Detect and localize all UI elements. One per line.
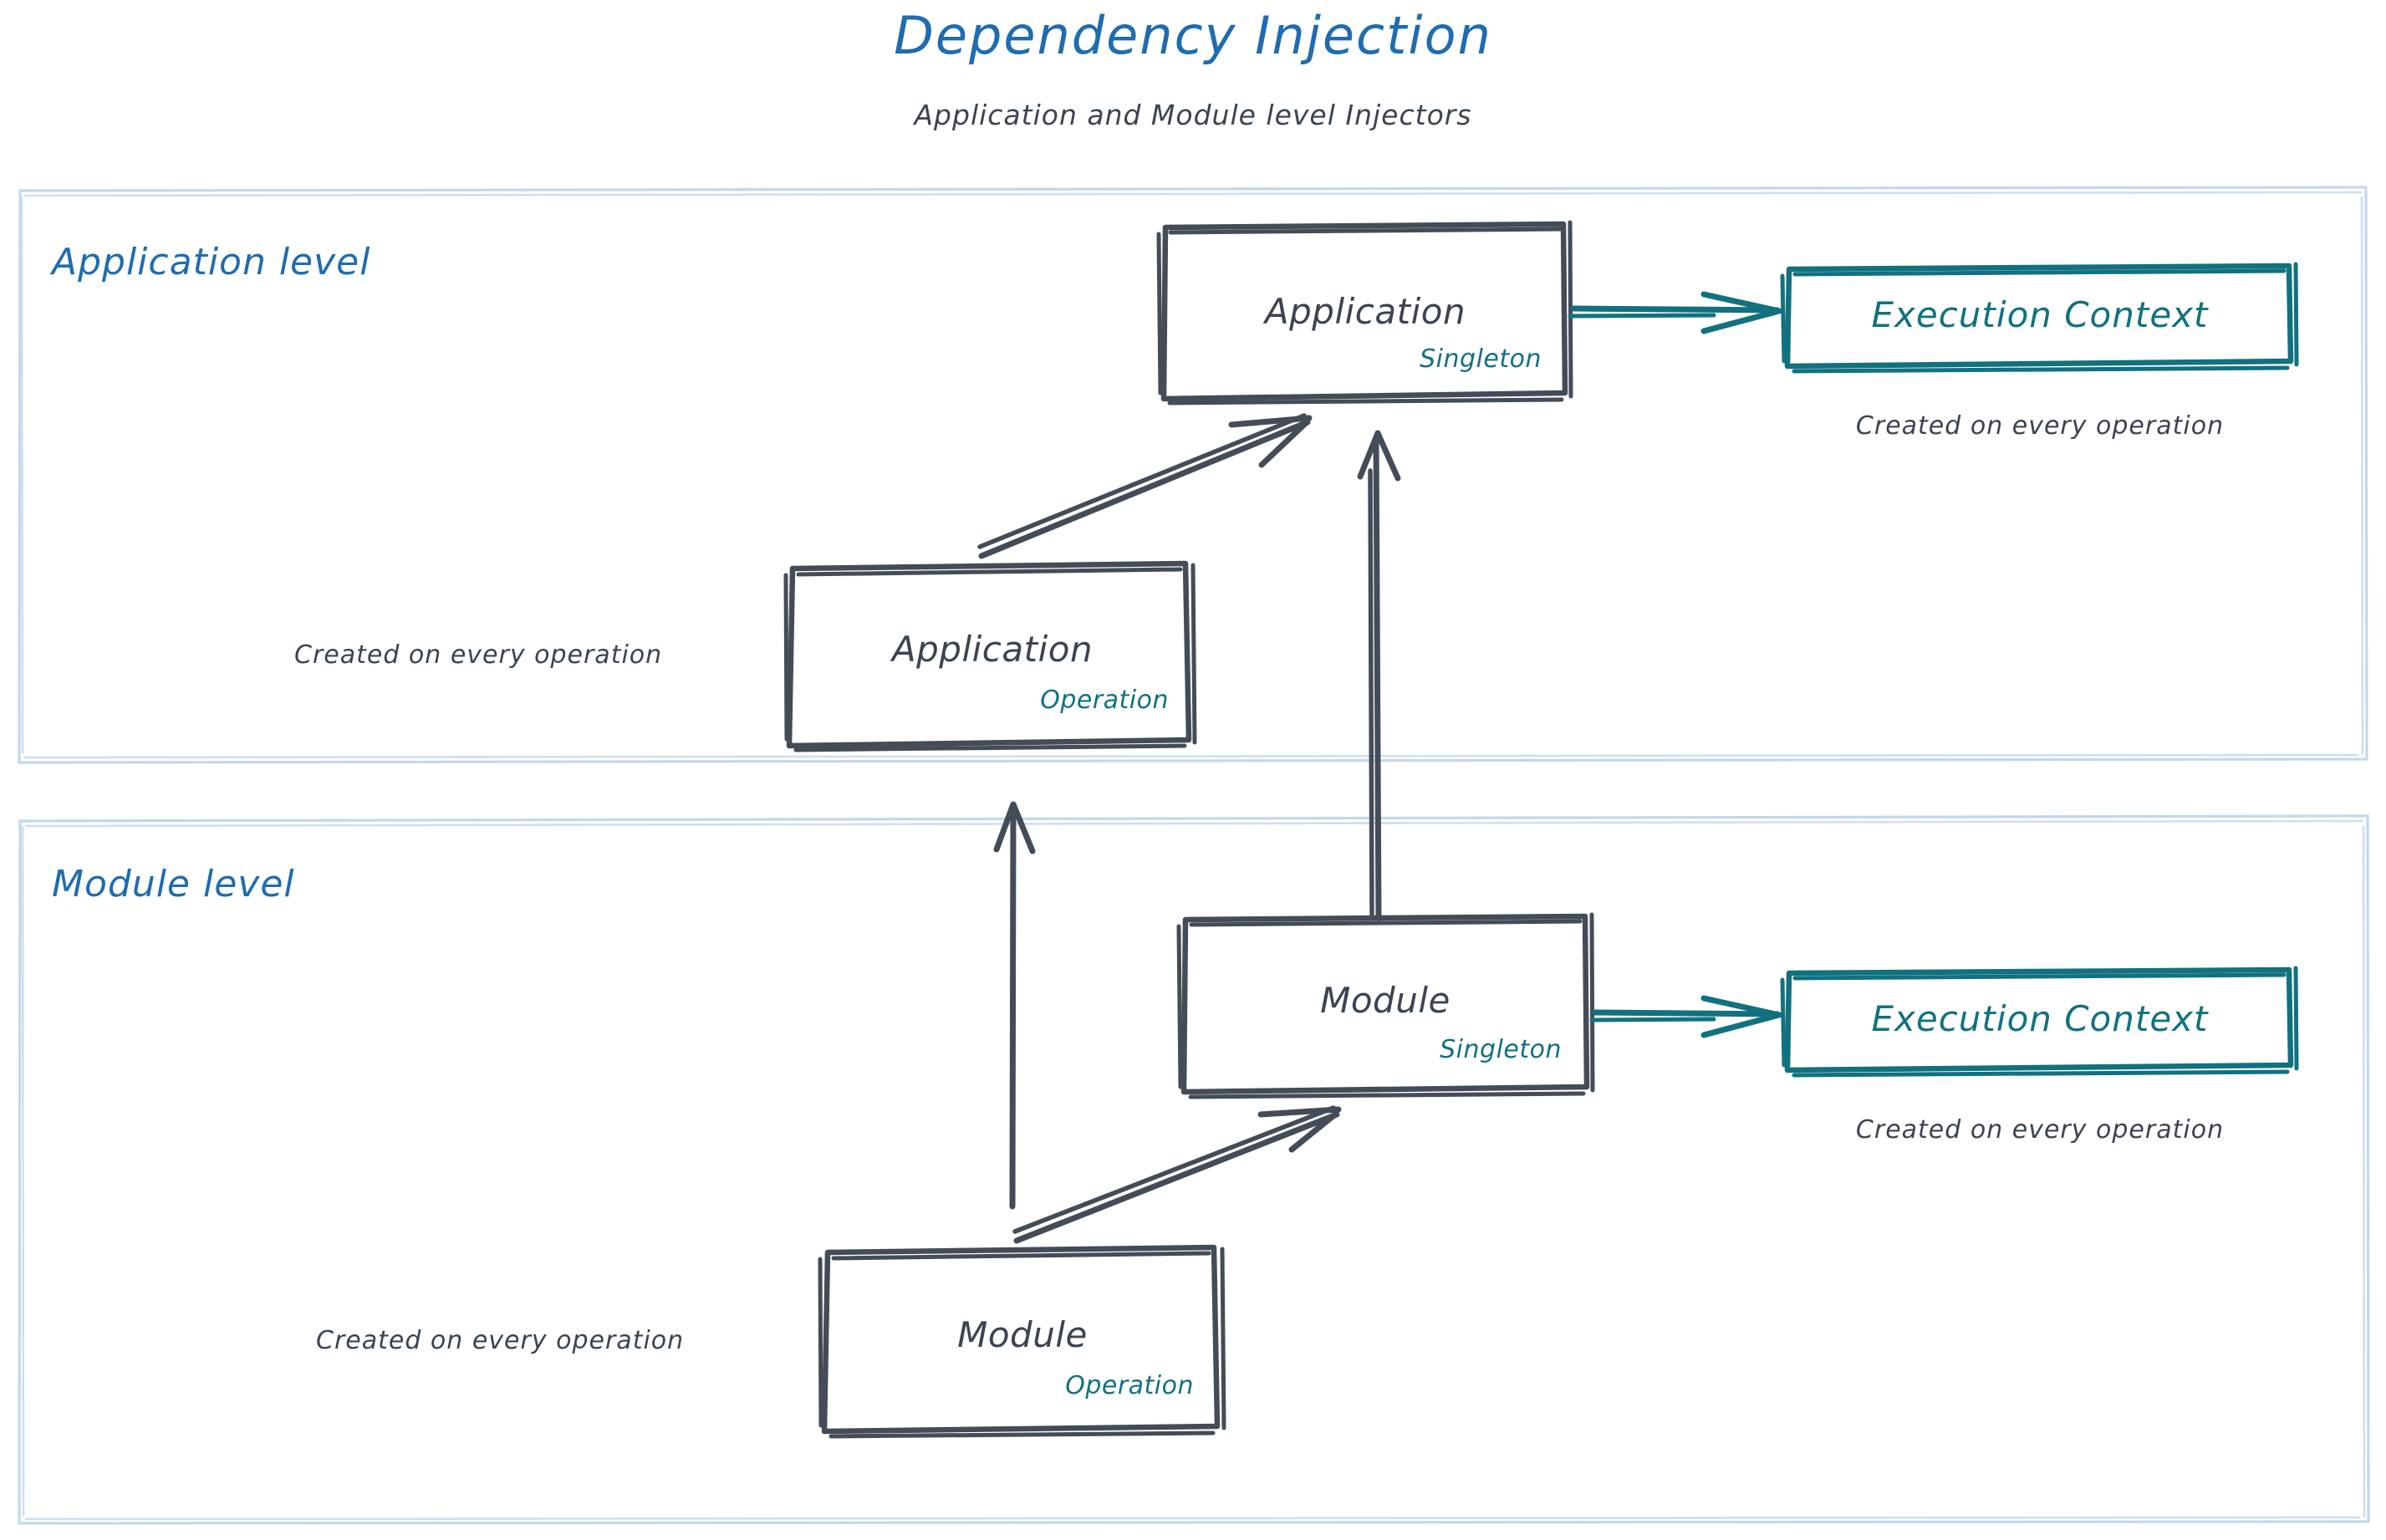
node-box-application-operation bbox=[783, 560, 1197, 752]
node-box-module-operation bbox=[818, 1244, 1226, 1439]
node-scope-module-operation: Operation bbox=[1065, 1371, 1194, 1400]
edge-module-singleton-to-execution-context bbox=[1589, 995, 1782, 1038]
context-box-execution-context-module-hit[interactable] bbox=[1782, 966, 2301, 1079]
node-scope-application-singleton: Singleton bbox=[1420, 344, 1542, 374]
edge-module-operation-to-app-operation bbox=[993, 801, 1036, 1210]
page-subtitle: Application and Module level Injectors bbox=[914, 99, 1472, 131]
context-box-execution-context-application-hit[interactable] bbox=[1782, 263, 2301, 375]
node-title-module-singleton: Module bbox=[1320, 980, 1450, 1021]
node-application-singleton[interactable] bbox=[1159, 222, 1577, 405]
context-title-execution-context-module: Execution Context bbox=[1871, 998, 2209, 1039]
node-title-module-operation: Module bbox=[957, 1314, 1088, 1355]
page-title: Dependency Injection bbox=[894, 5, 1492, 66]
caption-application-operation: Created on every operation bbox=[294, 640, 663, 670]
panel-label-module-level: Module level bbox=[52, 863, 295, 905]
panel-label-application-level: Application level bbox=[52, 241, 371, 283]
context-box-execution-context-module bbox=[1780, 966, 2299, 1078]
context-title-execution-context-application: Execution Context bbox=[1871, 294, 2209, 335]
panel-frame-module-level bbox=[18, 814, 2370, 1525]
panel-frame-application-level bbox=[18, 186, 2368, 764]
edge-module-singleton-to-app-singleton bbox=[1357, 430, 1401, 921]
node-module-singleton[interactable] bbox=[1179, 913, 1597, 1099]
node-title-application-singleton: Application bbox=[1264, 291, 1466, 332]
context-box-execution-context-application bbox=[1780, 262, 2299, 374]
context-caption-execution-context-application: Created on every operation bbox=[1855, 411, 2225, 441]
node-application-operation[interactable] bbox=[786, 562, 1197, 752]
context-caption-execution-context-module: Created on every operation bbox=[1855, 1115, 2225, 1145]
node-scope-application-operation: Operation bbox=[1040, 686, 1169, 715]
node-scope-module-singleton: Singleton bbox=[1440, 1035, 1562, 1064]
edge-module-operation-to-module-singleton bbox=[1012, 1105, 1342, 1244]
edge-app-singleton-to-execution-context bbox=[1568, 291, 1782, 334]
node-module-operation[interactable] bbox=[820, 1246, 1228, 1438]
caption-module-operation: Created on every operation bbox=[316, 1326, 685, 1355]
node-box-module-singleton bbox=[1176, 912, 1595, 1099]
node-box-application-singleton bbox=[1156, 220, 1573, 405]
node-title-application-operation: Application bbox=[891, 629, 1094, 670]
edge-app-operation-to-app-singleton bbox=[977, 413, 1313, 559]
